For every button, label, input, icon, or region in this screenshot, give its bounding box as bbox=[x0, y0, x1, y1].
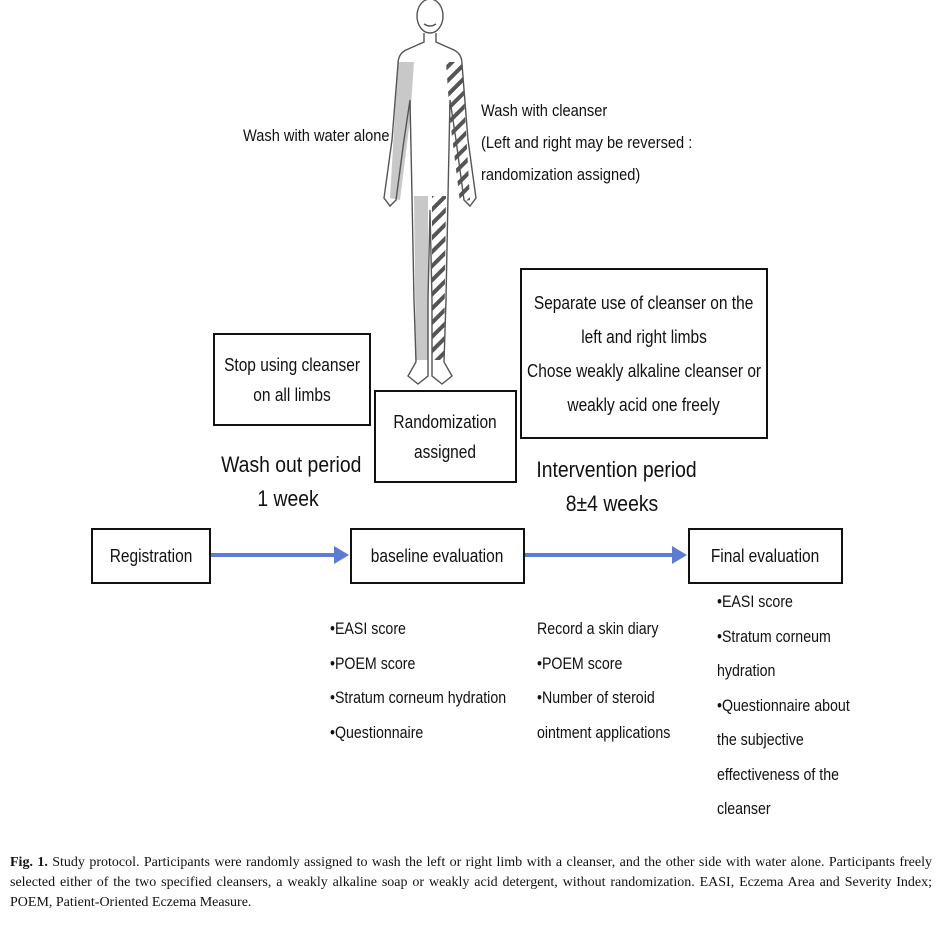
list-item: cleanser bbox=[717, 800, 771, 818]
figure-caption: Fig. 1. Study protocol. Participants wer… bbox=[10, 853, 932, 913]
wash-cleanser-line: randomization assigned) bbox=[481, 165, 641, 184]
final-evaluation-label: Final evaluation bbox=[711, 546, 820, 566]
registration-box: Registration bbox=[91, 528, 211, 584]
flow-arrow-head bbox=[672, 546, 687, 564]
list-item: •POEM score bbox=[537, 654, 623, 673]
separate-use-line: weakly acid one freely bbox=[567, 394, 721, 415]
flow-arrow-head bbox=[334, 546, 349, 564]
list-item: •Stratum corneum hydration bbox=[330, 689, 507, 707]
registration-label: Registration bbox=[109, 546, 193, 566]
caption-text: Study protocol. Participants were random… bbox=[10, 855, 932, 910]
separate-use-line: Chose weakly alkaline cleanser or bbox=[526, 360, 762, 381]
separate-use-line: Separate use of cleanser on the bbox=[534, 292, 754, 313]
baseline-evaluation-box: baseline evaluation bbox=[350, 528, 525, 584]
baseline-evaluation-label: baseline evaluation bbox=[371, 546, 504, 566]
stop-cleanser-line: Stop using cleanser bbox=[224, 354, 360, 375]
list-item: •EASI score bbox=[717, 593, 793, 611]
list-item: hydration bbox=[717, 662, 776, 680]
list-item: effectiveness of the bbox=[717, 765, 840, 784]
stop-cleanser-line: on all limbs bbox=[253, 384, 331, 405]
list-item: •Number of steroid bbox=[537, 689, 655, 707]
list-item: •EASI score bbox=[330, 620, 406, 638]
washout-line: 1 week bbox=[257, 486, 319, 511]
list-item: ointment applications bbox=[537, 723, 671, 742]
list-item: the subjective bbox=[717, 731, 804, 749]
separate-use-line: left and right limbs bbox=[581, 326, 707, 347]
washout-line: Wash out period bbox=[221, 452, 362, 477]
wash-water-label: Wash with water alone bbox=[243, 126, 390, 145]
intervention-items-list: Record a skin diary •POEM score •Number … bbox=[537, 612, 692, 750]
list-item: •Questionnaire bbox=[330, 723, 424, 742]
human-body-figure bbox=[383, 0, 477, 385]
final-evaluation-box: Final evaluation bbox=[688, 528, 843, 584]
randomization-box: Randomization assigned bbox=[374, 390, 517, 483]
randomization-line: assigned bbox=[414, 441, 477, 462]
separate-use-box: Separate use of cleanser on the left and… bbox=[520, 268, 768, 439]
baseline-items-list: •EASI score •POEM score •Stratum corneum… bbox=[330, 612, 535, 750]
intervention-line: Intervention period bbox=[536, 457, 697, 482]
washout-period-label: Wash out period 1 week bbox=[212, 448, 364, 516]
randomization-line: Randomization bbox=[393, 411, 498, 432]
caption-label: Fig. 1. bbox=[10, 855, 48, 870]
list-item: •POEM score bbox=[330, 654, 416, 673]
list-item: •Stratum corneum bbox=[717, 627, 831, 646]
intervention-period-label: Intervention period 8±4 weeks bbox=[526, 453, 698, 521]
stop-cleanser-box: Stop using cleanser on all limbs bbox=[213, 333, 371, 426]
flow-arrows bbox=[211, 546, 687, 564]
wash-cleanser-label: Wash with cleanser (Left and right may b… bbox=[481, 95, 727, 191]
list-item: Record a skin diary bbox=[537, 620, 659, 638]
list-item: •Questionnaire about bbox=[717, 696, 850, 715]
final-items-list: •EASI score •Stratum corneum hydration •… bbox=[717, 585, 871, 827]
wash-cleanser-line: (Left and right may be reversed : bbox=[481, 133, 693, 152]
intervention-line: 8±4 weeks bbox=[565, 491, 659, 516]
wash-cleanser-line: Wash with cleanser bbox=[481, 101, 608, 120]
